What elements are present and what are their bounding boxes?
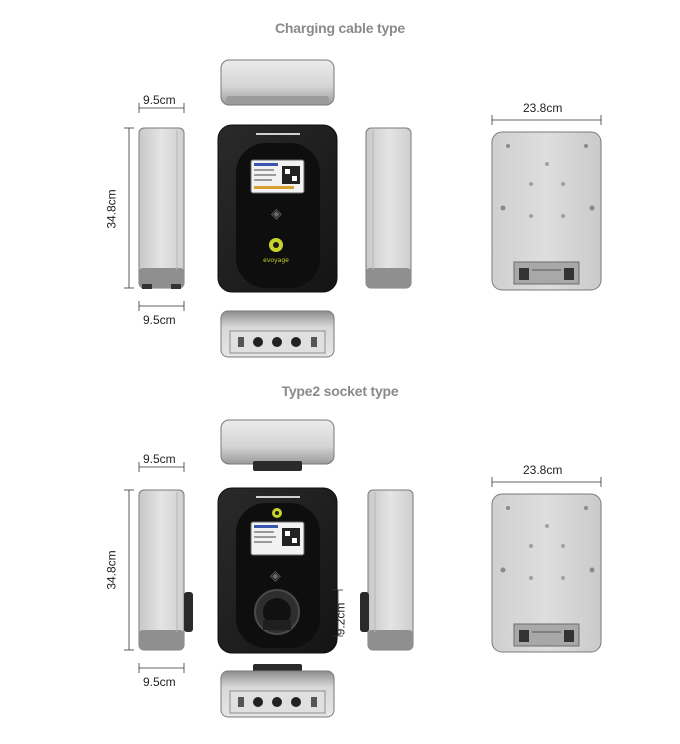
- back-view-2: [491, 493, 602, 653]
- dimension-lines-2: [124, 462, 602, 673]
- dim-side-width-top-2: 9.5cm: [143, 452, 176, 466]
- dim-side-width-bottom-1: 9.5cm: [143, 313, 176, 327]
- dim-side-width-bottom-2: 9.5cm: [143, 675, 176, 689]
- svg-text:◈: ◈: [270, 568, 281, 584]
- side-view-right-2: [360, 489, 414, 651]
- bottom-view-2: [220, 664, 335, 718]
- svg-text:◈: ◈: [271, 206, 282, 222]
- top-view-2: [220, 419, 335, 471]
- front-view-2: ◈: [217, 487, 338, 654]
- top-view-1: [220, 59, 335, 106]
- dim-back-width-2: 23.8cm: [523, 463, 563, 477]
- section-title-socket: Type2 socket type: [281, 383, 399, 399]
- dim-back-width-1: 23.8cm: [523, 101, 563, 115]
- dim-side-width-top-1: 9.5cm: [143, 93, 176, 107]
- section-title-cable: Charging cable type: [274, 20, 405, 36]
- side-view-left-1: [138, 127, 185, 289]
- dimension-lines-1: [124, 103, 602, 311]
- back-view-1: [491, 131, 602, 291]
- bottom-view-1: [220, 310, 335, 358]
- side-view-right-1: [365, 127, 412, 289]
- front-view-1: ◈ evoyage: [217, 124, 338, 293]
- side-view-left-2: [138, 489, 193, 651]
- brand-logo-1: evoyage: [263, 257, 289, 264]
